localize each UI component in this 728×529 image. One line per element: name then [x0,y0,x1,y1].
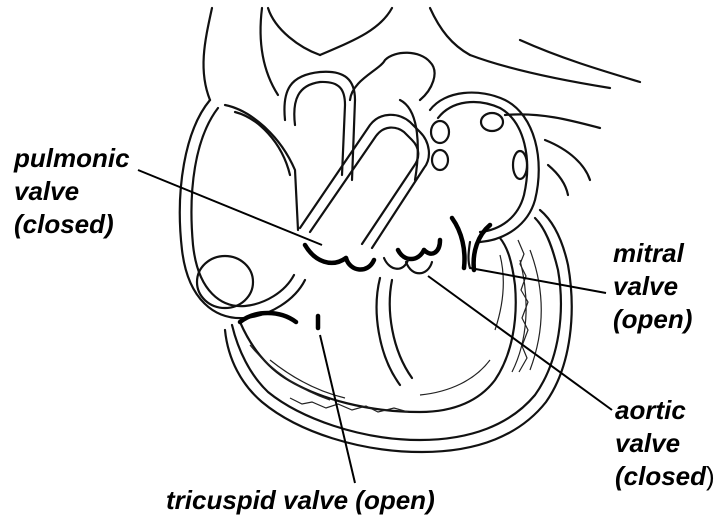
leader-aortic [428,276,612,410]
pulmonic-line-1: pulmonic [14,142,130,175]
pulmonic-line-3: (closed) [14,208,130,241]
valves [240,218,490,328]
aortic-line-3: (closed) [615,460,715,493]
aortic-line-3-text: (closed [615,461,706,491]
tricuspid-valve-label: tricuspid valve (open) [166,484,435,517]
mitral-line-2: valve [613,270,692,303]
leader-pulmonic [138,170,322,245]
pulmonic-line-2: valve [14,175,130,208]
pulmonary-trunk [300,115,429,248]
ventricle-walls [225,210,572,452]
leader-mitral [470,268,606,293]
left-atrium [430,93,539,268]
aortic-line-1: aortic [615,394,715,427]
mitral-line-1: mitral [613,237,692,270]
aortic-valve-label: aortic valve (closed) [615,394,715,493]
mitral-valve-label: mitral valve (open) [613,237,692,336]
mitral-line-3: (open) [613,303,692,336]
great-vessels [204,8,640,195]
right-atrium [180,100,305,318]
aortic-line-2: valve [615,427,715,460]
aortic-closing-paren: ) [706,461,715,491]
pulmonic-valve-label: pulmonic valve (closed) [14,142,130,241]
